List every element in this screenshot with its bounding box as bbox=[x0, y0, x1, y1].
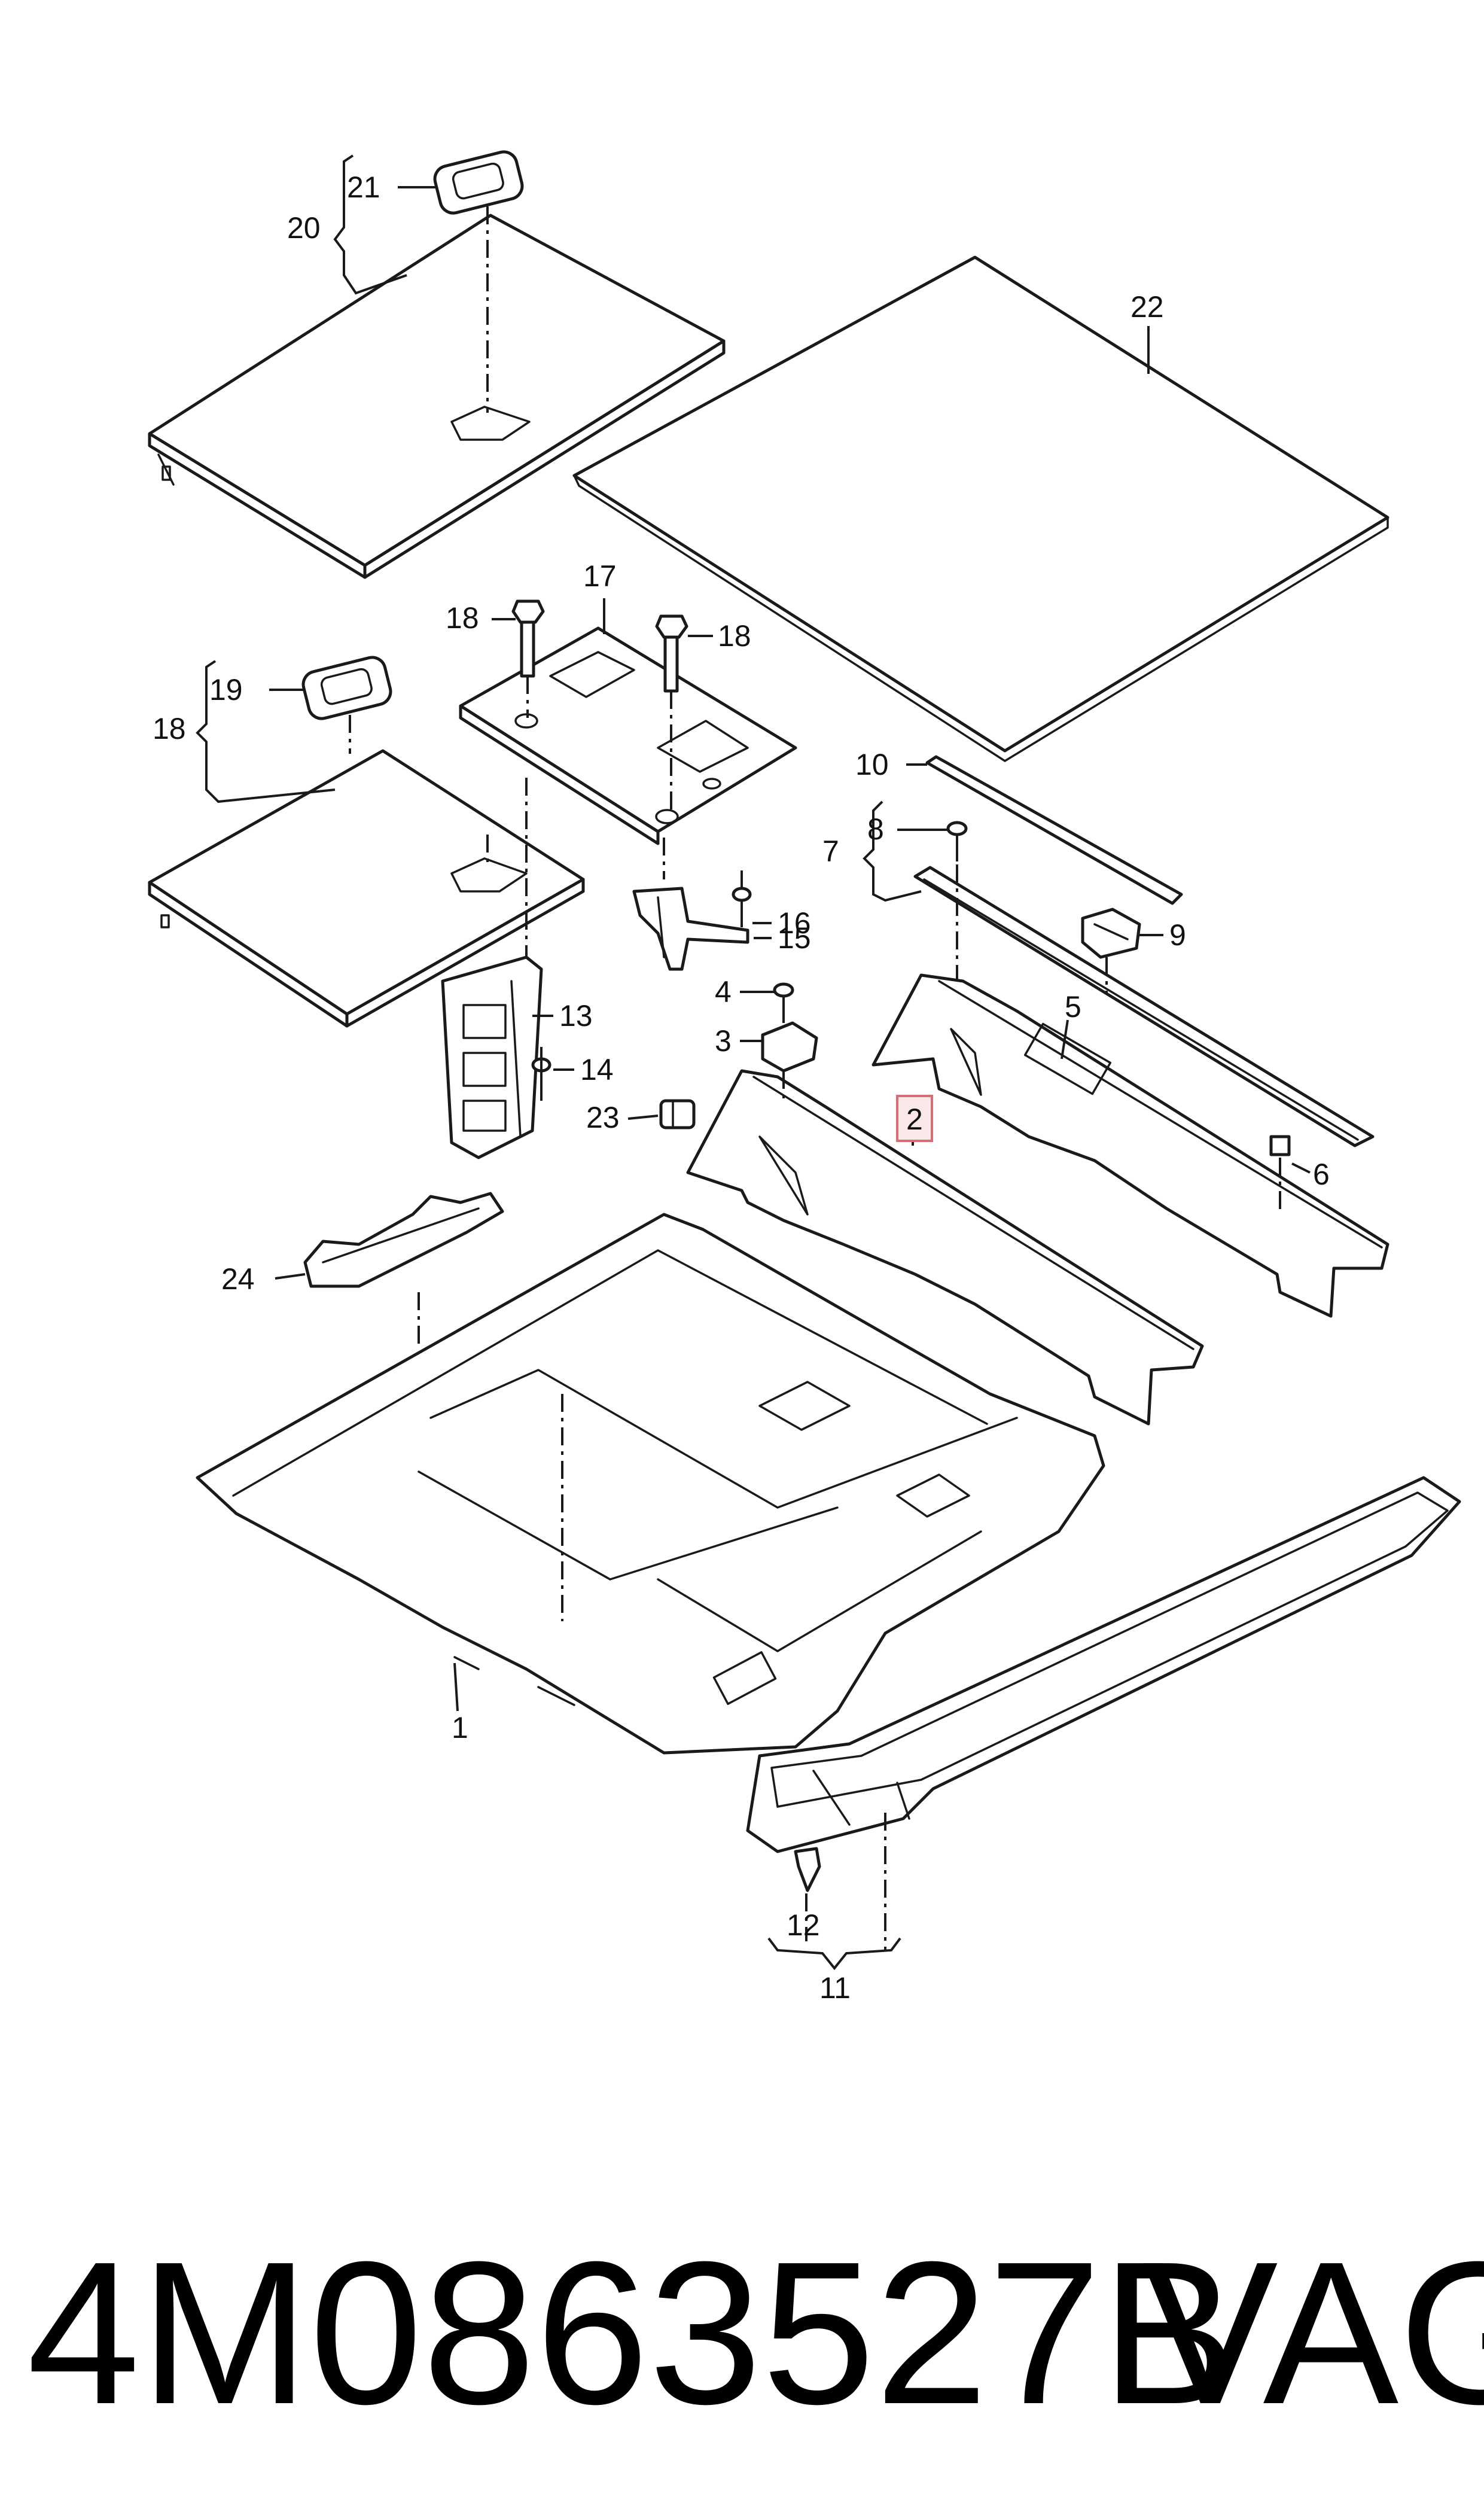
callout-14: 14 bbox=[580, 1053, 614, 1086]
callout-2: 2 bbox=[906, 1103, 923, 1136]
callout-23: 22 bbox=[1130, 290, 1164, 324]
leader-lines bbox=[196, 154, 1311, 1971]
callout-11: 11 bbox=[819, 1971, 851, 2005]
part-25-cover bbox=[303, 1192, 504, 1288]
part-12-clip bbox=[794, 1847, 821, 1892]
part-13-support-bracket bbox=[441, 955, 543, 1159]
part-1-floor-pan bbox=[196, 1213, 1105, 1755]
callout-18-right: 18 bbox=[718, 619, 751, 653]
part-number: 4M0863527B bbox=[27, 2219, 1237, 2447]
part-19-lower-load-floor bbox=[148, 749, 585, 1028]
callout-9: 9 bbox=[1169, 918, 1186, 952]
callout-17: 17 bbox=[583, 559, 617, 593]
part-3-retainer bbox=[761, 1021, 818, 1073]
callout-19: 18 bbox=[153, 712, 186, 745]
caption-bar: 4M0863527B VAG bbox=[0, 2213, 1484, 2465]
part-15-support-bracket bbox=[632, 887, 749, 971]
callout-4: 4 bbox=[715, 975, 732, 1009]
part-14-screw bbox=[531, 1047, 551, 1101]
part-11-sill-cover bbox=[746, 1476, 1461, 1853]
callout-18-left: 18 bbox=[446, 601, 479, 635]
callout-5: 5 bbox=[1065, 990, 1081, 1024]
part-5-rear-trim-panel bbox=[871, 973, 1389, 1318]
callout-2-highlight[interactable]: 2 bbox=[896, 1095, 933, 1142]
part-20-handle bbox=[301, 656, 392, 720]
callout-10: 10 bbox=[855, 748, 889, 781]
part-17-bracket-plate bbox=[459, 626, 797, 845]
callout-1: 1 bbox=[452, 1711, 468, 1744]
callout-25: 24 bbox=[221, 1262, 255, 1296]
callout-20: 19 bbox=[209, 673, 243, 707]
part-16-screw bbox=[732, 870, 752, 927]
callout-8: 8 bbox=[867, 812, 884, 846]
callout-3: 3 bbox=[715, 1024, 732, 1058]
callout-16: 16 bbox=[778, 906, 811, 940]
part-23-floor-mat bbox=[572, 255, 1389, 762]
callout-6: 6 bbox=[1313, 1158, 1330, 1191]
part-22-handle bbox=[433, 150, 524, 215]
part-10-seal-strip bbox=[925, 755, 1183, 905]
callout-15: 15 bbox=[778, 921, 811, 955]
part-6-clip bbox=[1269, 1135, 1291, 1156]
part-21-upper-load-floor bbox=[148, 214, 726, 579]
exploded-parts-diagram: 21 20 22 17 18 18 19 18 10 8 7 16 15 9 4… bbox=[148, 150, 1461, 2005]
brand-name: VAG bbox=[1142, 2219, 1484, 2447]
part-9-clip bbox=[1081, 908, 1141, 959]
callout-13: 13 bbox=[559, 999, 593, 1033]
callout-24: 23 bbox=[586, 1101, 620, 1134]
callout-7: 7 bbox=[822, 835, 839, 868]
part-4-screw bbox=[773, 982, 794, 1023]
part-18-bolt-left bbox=[511, 599, 545, 678]
part-8-screw bbox=[946, 821, 968, 861]
callout-12: 12 bbox=[787, 1908, 820, 1942]
callout-21: 20 bbox=[287, 211, 321, 245]
part-24-clip bbox=[659, 1099, 696, 1129]
callout-22: 21 bbox=[347, 170, 380, 204]
part-7-trim-strip bbox=[913, 866, 1375, 1147]
part-2-trim-panel bbox=[686, 1069, 1204, 1426]
callout-labels: 21 20 22 17 18 18 19 18 10 8 7 16 15 9 4… bbox=[153, 170, 1330, 2005]
